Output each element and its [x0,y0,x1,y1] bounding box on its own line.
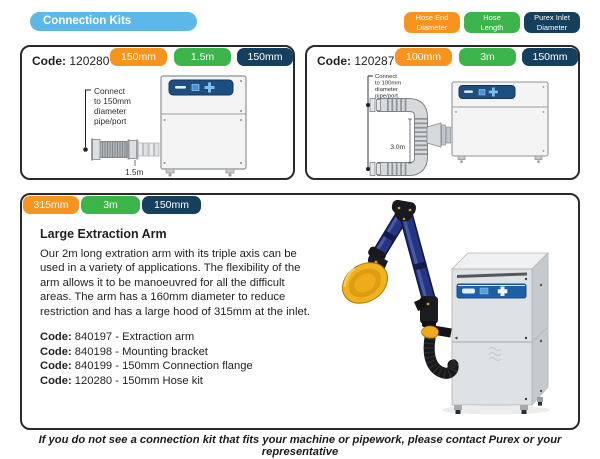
code-item: Code: 840199 - 150mm Connection flange [40,359,253,374]
code-label: Code: [317,54,351,68]
length-label: 3.0m [390,144,405,151]
code-item: Code: 840197 - Extraction arm [40,330,253,345]
note-line: Connect [375,74,397,80]
code-label: Code: [40,360,72,373]
kit-code: Code: 120280 [32,54,109,68]
code-item: Code: 120280 - 150mm Hose kit [40,374,253,389]
legend-line: Hose [483,13,501,23]
note-line: pipe/port [94,116,127,126]
legend: Hose End Diameter Hose Length Purex Inle… [404,12,580,33]
connect-note: Connect to 150mm diameter pipe/port [94,86,131,126]
length-label: 1.5m [125,167,144,177]
note-line: pipe/port [375,94,398,100]
arm-lower-joint [414,296,438,327]
legend-badge-hose-end-diameter: Hose End Diameter [404,12,460,33]
note-line: Connect [94,86,126,96]
note-line: to 150mm [94,96,131,106]
filter-cabinet [451,252,549,414]
section-heading: Large Extraction Arm [40,227,167,241]
legend-line: Length [480,22,504,32]
code-text: 120280 - 150mm Hose kit [71,374,203,387]
code-label: Code: [40,331,72,343]
note-line: to 100mm [375,81,401,87]
callout-dot [83,147,88,152]
arm-apex-joint [391,199,416,222]
kit-diagram-120287: Connect to 100mm diameter pipe/port 3.0m [366,74,549,176]
filter-unit-illustration [160,75,247,177]
kit-diagram-120280: Connect to 150mm diameter pipe/port 1.5m [83,75,247,177]
code-item: Code: 840198 - Mounting bracket [40,345,253,360]
legend-line: Purex Inlet [534,13,570,23]
legend-line: Diameter [416,22,448,32]
callout-line [367,75,373,171]
section-description: Our 2m long extration arm with its tripl… [40,248,311,318]
length-tick [408,118,412,164]
kit-box-120280: Code: 120280 150mm 1.5m 150mm [20,45,295,180]
code-text: 840197 - Extraction arm [71,331,195,343]
code-label: Code: [40,345,72,358]
hose-reducer [426,122,442,148]
hose-illustration [91,138,160,161]
badge-hose-length: 1.5m [174,48,231,66]
plus-icon [204,82,215,93]
kit-code: Code: 120287 [317,54,394,68]
badge-hose-end-diameter: 150mm [110,48,167,66]
connect-note: Connect to 100mm diameter pipe/port [375,74,401,100]
page-title: Connection Kits [30,12,197,31]
callout-line [85,89,91,147]
badge-inlet-diameter: 150mm [142,196,201,214]
kit-box-120287: Code: 120287 100mm 3m 150mm [305,45,580,180]
code-list: Code: 840197 - Extraction arm Code: 8401… [40,330,253,388]
legend-badge-purex-inlet-diameter: Purex Inlet Diameter [524,12,580,33]
legend-line: Hose End [415,13,449,23]
legend-line: Diameter [536,22,568,32]
code-text: 840199 - 150mm Connection flange [71,360,253,373]
note-line: diameter [375,87,398,93]
filter-unit-illustration [451,81,549,163]
arm-hood [341,262,389,304]
code-value: 120280 [69,54,110,68]
badge-hose-length: 3m [81,196,140,214]
badge-hose-end-diameter: 100mm [395,48,452,66]
code-text: 840198 - Mounting bracket [71,345,208,358]
callout-dot [366,103,370,107]
hose-illustration [369,98,451,176]
large-extraction-arm-box: 315mm 3m 150mm Large Extraction Arm Our … [20,193,580,430]
code-value: 120287 [354,54,395,68]
callout-dot [366,167,370,171]
footer-note: If you do not see a connection kit that … [38,434,562,458]
badge-inlet-diameter: 150mm [237,48,293,66]
badge-inlet-diameter: 150mm [522,48,578,66]
plus-icon [497,286,508,296]
extraction-arm [341,199,439,339]
note-line: diameter [94,106,127,116]
brand-waves [488,346,502,362]
badge-hose-end-diameter: 315mm [23,196,79,214]
code-label: Code: [32,54,66,68]
code-label: Code: [40,374,72,387]
plus-icon [488,87,498,97]
legend-badge-hose-length: Hose Length [464,12,520,33]
badge-hose-length: 3m [459,48,516,66]
extraction-arm-photo [341,199,550,415]
